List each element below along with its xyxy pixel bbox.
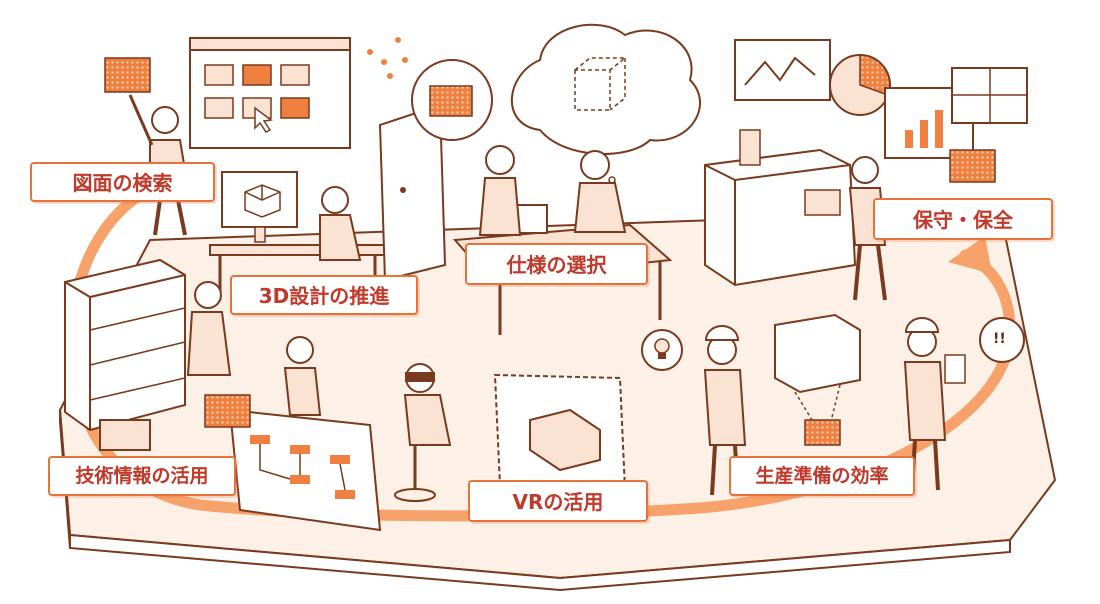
- label-production-efficiency: 生産準備の効率: [729, 456, 915, 496]
- label-maintenance: 保守・保全: [873, 198, 1053, 240]
- file-browser-window-graphic: [189, 37, 351, 149]
- exclamation-bubble: [979, 317, 1025, 363]
- exclamation-text: !!: [993, 331, 1006, 347]
- production-workers-graphic: [703, 313, 966, 496]
- vr-user-graphic: [283, 336, 627, 502]
- label-3d-design: 3D設計の推進: [230, 275, 418, 315]
- label-drawing-search: 図面の検索: [30, 162, 215, 202]
- folder-speech-bubble: [367, 37, 493, 141]
- label-vr: VRの活用: [468, 480, 648, 522]
- machine-graphic: [704, 129, 887, 301]
- label-spec-selection: 仕様の選択: [465, 243, 648, 285]
- document-shelf-graphic: [64, 258, 232, 451]
- flowchart-board-graphic: [204, 394, 382, 532]
- label-tech-info: 技術情報の活用: [48, 456, 236, 496]
- design-desk-graphic: [209, 171, 386, 300]
- analytics-boards-graphic: [734, 39, 1028, 183]
- lightbulb-icon: [641, 329, 683, 371]
